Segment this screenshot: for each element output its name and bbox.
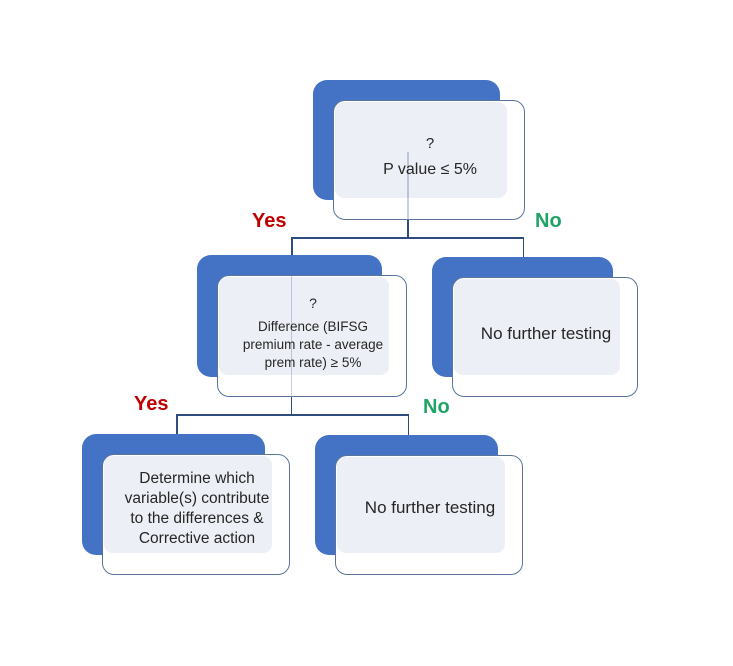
decision-node-p-value: ? P value ≤ 5% [313,80,525,220]
connector-difference-stem [290,396,292,415]
question-mark: ? [309,295,317,311]
node-fill [104,456,272,553]
node-content: Determine which variable(s) contribute t… [104,456,290,553]
question-mark: ? [425,134,435,152]
branch-label-yes-level2: Yes [134,393,169,415]
connector-through-difference-card [290,276,292,396]
connector-level2-horizontal [176,414,409,416]
node-content: ? P value ≤ 5% [335,102,525,198]
outcome-node-no-further-testing-mid: No further testing [432,257,638,397]
connector-level2-yes-drop [176,414,178,435]
node-text: Difference (BIFSG premium rate - average… [242,319,384,370]
node-fill [219,277,389,375]
node-fill [335,102,507,198]
node-text: No further testing [364,498,496,517]
connector-root-stem [407,220,409,238]
connector-level2-no-drop [407,414,409,436]
node-text: No further testing [480,323,612,343]
node-fill [337,457,505,553]
outcome-node-no-further-testing-bottom: No further testing [315,435,523,575]
node-content: ? Difference (BIFSG premium rate - avera… [219,277,407,375]
node-fill [454,279,620,375]
node-content: No further testing [337,457,523,553]
connector-level1-no-drop [522,237,524,258]
branch-label-no-level1: No [535,210,562,232]
node-content: No further testing [454,279,638,375]
decision-node-difference: ? Difference (BIFSG premium rate - avera… [197,255,407,397]
outcome-node-determine-action: Determine which variable(s) contribute t… [82,434,290,575]
node-text: Determine which variable(s) contribute t… [124,469,270,547]
connector-through-root-card [407,152,409,220]
branch-label-no-level2: No [423,396,450,418]
connector-level1-yes-drop [291,237,293,256]
connector-level1-horizontal [291,237,524,239]
node-text: P value ≤ 5% [383,160,477,178]
branch-label-yes-level1: Yes [252,210,287,232]
